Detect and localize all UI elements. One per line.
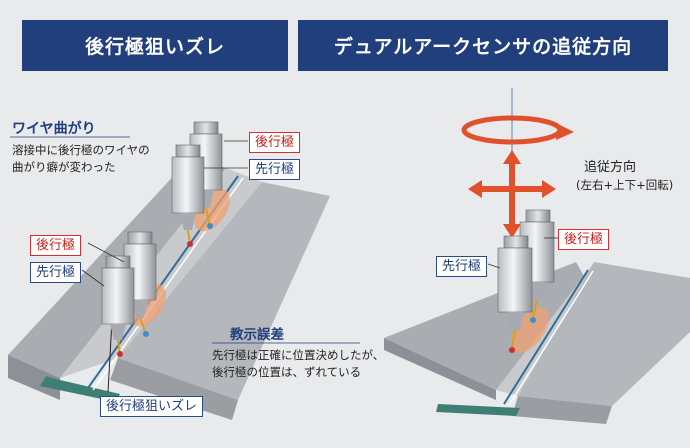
leading-electrode-label-bottom: 先行極 — [30, 262, 82, 283]
right-trailing-electrode-label: 後行極 — [558, 229, 610, 250]
teaching-error-line2: 後行極の位置は、ずれている — [212, 365, 362, 379]
wire-bend-heading: ワイヤ曲がり — [12, 121, 96, 137]
rotation-arrow — [461, 115, 574, 145]
left-panel-title: 後行極狙いズレ — [22, 20, 288, 71]
right-leader-lines — [487, 237, 558, 269]
teaching-error-line1: 先行極は正確に位置決めしたが、 — [212, 348, 385, 362]
tracking-direction-detail: (左右+上下+回転) — [576, 178, 674, 192]
right-plate-assembly — [384, 88, 690, 424]
wire-bend-note-line2: 曲がり癖が変わった — [12, 160, 116, 174]
left-plate-assembly — [8, 158, 330, 420]
trailing-electrode-label-top: 後行極 — [249, 132, 301, 153]
tracking-direction-heading: 追従方向 — [584, 160, 637, 175]
wire-bend-note-line1: 溶接中に後行極のワイヤの — [12, 143, 150, 157]
leading-electrode-label-top: 先行極 — [249, 159, 301, 180]
teaching-error-heading: 教示誤差 — [230, 327, 284, 343]
right-panel-title: デュアルアークセンサの追従方向 — [298, 20, 668, 71]
left-bottom-trailing-torch — [123, 231, 157, 337]
left-bottom-leading-torch — [101, 255, 135, 357]
right-leading-electrode-label: 先行極 — [436, 256, 488, 277]
right-leading-torch — [497, 235, 533, 353]
trailing-electrode-label-bottom: 後行極 — [30, 235, 82, 256]
aim-offset-label: 後行極狙いズレ — [100, 396, 204, 417]
left-top-leading-torch — [171, 144, 205, 247]
tracking-cross-arrow — [468, 150, 556, 238]
